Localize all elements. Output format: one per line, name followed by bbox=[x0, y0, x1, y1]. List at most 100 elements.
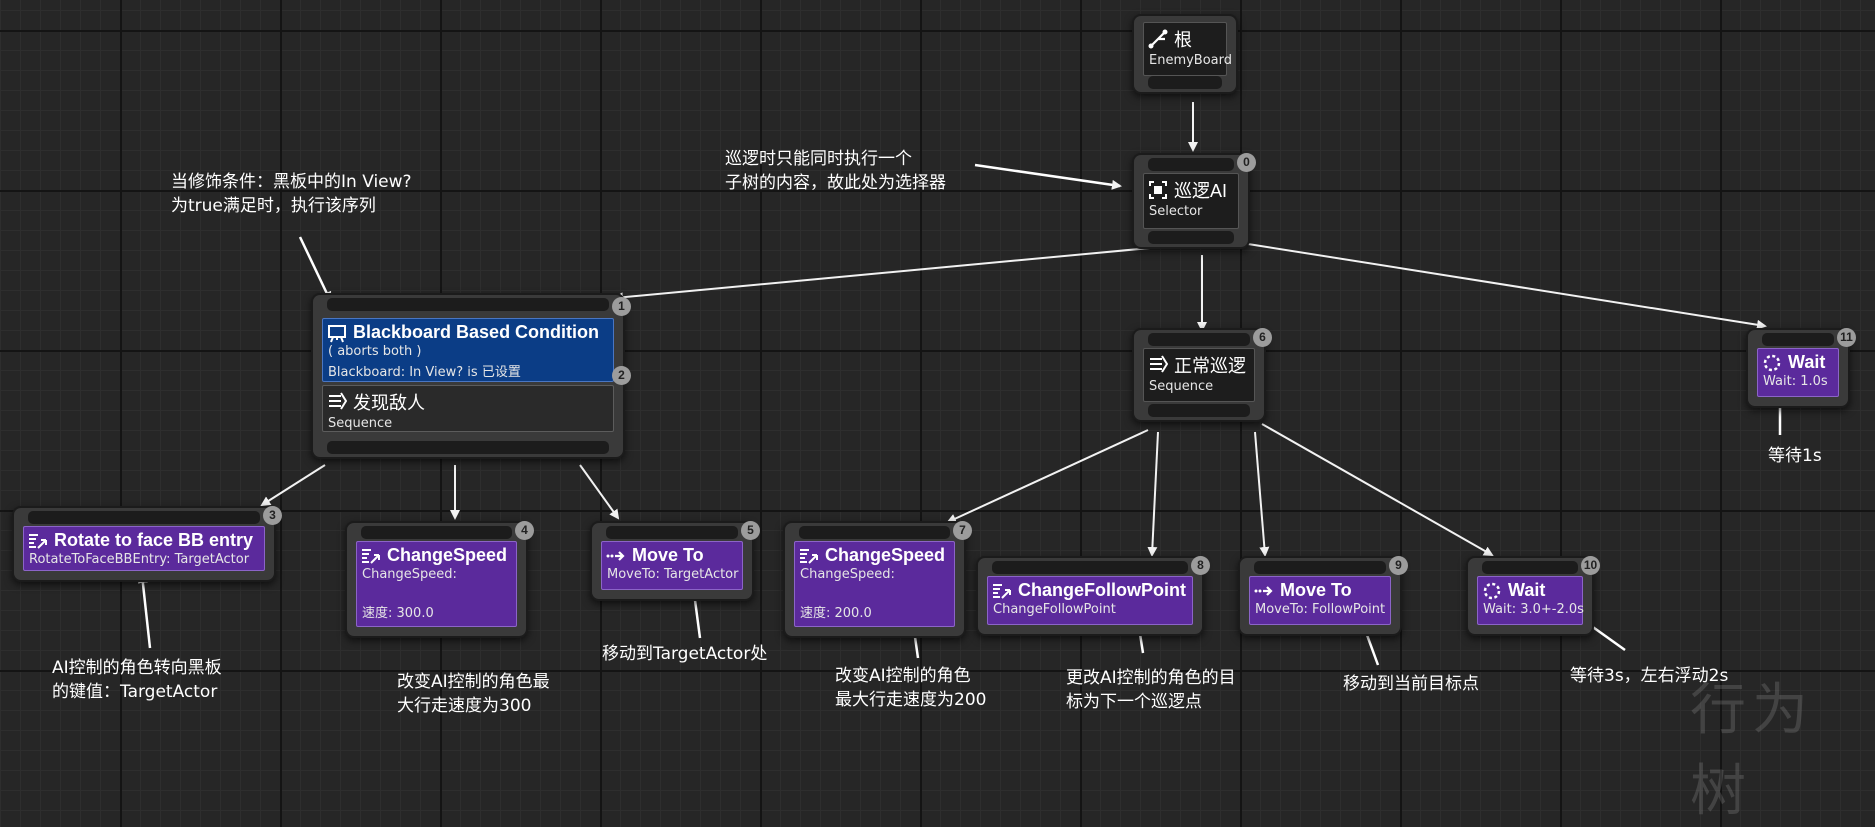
move-to-icon bbox=[1254, 585, 1273, 596]
selector-subtitle: Selector bbox=[1149, 204, 1203, 219]
note-wait1s: 等待1s bbox=[1768, 446, 1822, 466]
selector-input-pin[interactable] bbox=[1148, 158, 1234, 171]
note-condition: 当修饰条件：黑板中的In View? 为true满足时，执行该序列 bbox=[171, 172, 412, 216]
wait1-title: Wait bbox=[1508, 580, 1546, 600]
wait-1s-node[interactable]: Wait Wait: 1.0s 11 bbox=[1746, 328, 1856, 408]
sequence-icon bbox=[1150, 355, 1168, 373]
task-icon bbox=[362, 548, 380, 564]
wait2-input-pin[interactable] bbox=[1762, 333, 1834, 346]
condition-aborts: ( aborts both ) bbox=[328, 344, 422, 359]
wait2-title: Wait bbox=[1788, 352, 1826, 372]
speed200-subtitle: ChangeSpeed: bbox=[800, 567, 895, 582]
condition-index-badge: 1 bbox=[612, 297, 631, 316]
link-seq-rotate bbox=[260, 464, 326, 507]
rotate-input-pin[interactable] bbox=[28, 511, 260, 524]
note-speed200: 改变AI控制的角色 最大行走速度为200 bbox=[835, 666, 987, 710]
selector-index-badge: 0 bbox=[1237, 153, 1256, 172]
move-to-icon bbox=[606, 550, 625, 561]
wait-3s-node[interactable]: Wait Wait: 3.0+-2.0s 10 bbox=[1466, 556, 1600, 636]
note-move-target: 移动到TargetActor处 bbox=[602, 644, 768, 664]
note-follow: 更改AI控制的角色的目 标为下一个巡逻点 bbox=[1066, 668, 1236, 712]
blackboard-icon bbox=[328, 324, 346, 342]
root-output-pin[interactable] bbox=[1148, 76, 1222, 89]
selector-title: 巡逻AI bbox=[1174, 181, 1228, 201]
note-arrow-selector bbox=[974, 163, 1122, 190]
watermark: 行为树 bbox=[1690, 678, 1814, 824]
change-speed-300-node[interactable]: ChangeSpeed ChangeSpeed: 速度: 300.0 4 bbox=[345, 521, 534, 638]
change-speed-200-node[interactable]: ChangeSpeed ChangeSpeed: 速度: 200.0 7 bbox=[783, 521, 972, 638]
move2-input-pin[interactable] bbox=[1254, 561, 1386, 574]
found-enemy-index-badge: 2 bbox=[612, 366, 631, 385]
found-enemy-input-pin[interactable] bbox=[327, 298, 609, 311]
speed200-value: 速度: 200.0 bbox=[800, 606, 872, 621]
selector-icon bbox=[1149, 181, 1167, 199]
note-arrow-condition bbox=[298, 236, 332, 302]
wait-icon bbox=[1483, 582, 1501, 599]
blackboard-condition-decorator[interactable]: Blackboard Based Condition ( aborts both… bbox=[322, 318, 614, 382]
patrol-input-pin[interactable] bbox=[1148, 333, 1250, 346]
note-arrow-rotate bbox=[137, 573, 152, 649]
speed300-subtitle: ChangeSpeed: bbox=[362, 567, 457, 582]
link-patrol-wait1 bbox=[1261, 423, 1494, 556]
move2-title: Move To bbox=[1280, 580, 1352, 600]
link-patrol-follow bbox=[1147, 431, 1159, 557]
sequence-icon bbox=[329, 392, 347, 410]
speed200-title: ChangeSpeed bbox=[825, 545, 946, 565]
selector-node[interactable]: 巡逻AI Selector 0 bbox=[1132, 153, 1256, 249]
speed300-index-badge: 4 bbox=[515, 521, 534, 540]
change-follow-point-node[interactable]: ChangeFollowPoint ChangeFollowPoint 8 bbox=[976, 556, 1210, 636]
follow-index-badge: 8 bbox=[1191, 556, 1210, 575]
rotate-index-badge: 3 bbox=[263, 506, 282, 525]
note-rotate: AI控制的角色转向黑板 的键值：TargetActor bbox=[52, 658, 222, 702]
note-move-follow: 移动到当前目标点 bbox=[1343, 674, 1479, 694]
patrol-output-pin[interactable] bbox=[1148, 404, 1250, 417]
patrol-index-badge: 6 bbox=[1253, 328, 1272, 347]
rotate-node[interactable]: Rotate to face BB entry RotateToFaceBBEn… bbox=[12, 506, 282, 582]
wait2-subtitle: Wait: 1.0s bbox=[1763, 374, 1828, 389]
speed300-value: 速度: 300.0 bbox=[362, 606, 434, 621]
wait1-input-pin[interactable] bbox=[1482, 561, 1578, 574]
wait2-index-badge: 11 bbox=[1837, 328, 1856, 347]
move-to-target-node[interactable]: Move To MoveTo: TargetActor 5 bbox=[590, 521, 760, 601]
speed200-input-pin[interactable] bbox=[799, 526, 950, 539]
rotate-subtitle: RotateToFaceBBEntry: TargetActor bbox=[29, 552, 250, 567]
patrol-title: 正常巡逻 bbox=[1174, 356, 1246, 376]
found-enemy-title: 发现敌人 bbox=[353, 393, 425, 413]
note-selector: 巡逻时只能同时执行一个 子树的内容，故此处为选择器 bbox=[725, 149, 946, 193]
root-node[interactable]: 根 EnemyBoard bbox=[1132, 14, 1238, 94]
follow-title: ChangeFollowPoint bbox=[1018, 580, 1186, 600]
link-selector-wait2 bbox=[1247, 243, 1767, 330]
link-patrol-move2 bbox=[1254, 431, 1270, 557]
follow-input-pin[interactable] bbox=[992, 561, 1188, 574]
found-enemy-output-pin[interactable] bbox=[327, 441, 609, 454]
speed300-input-pin[interactable] bbox=[361, 526, 512, 539]
root-subtitle: EnemyBoard bbox=[1149, 53, 1233, 68]
move2-subtitle: MoveTo: FollowPoint bbox=[1255, 602, 1386, 617]
move-to-follow-node[interactable]: Move To MoveTo: FollowPoint 9 bbox=[1238, 556, 1408, 636]
root-icon bbox=[1148, 29, 1168, 49]
move1-subtitle: MoveTo: TargetActor bbox=[607, 567, 739, 582]
condition-key: Blackboard: In View? is 已设置 bbox=[328, 365, 521, 380]
wait1-subtitle: Wait: 3.0+-2.0s bbox=[1483, 602, 1584, 617]
move1-input-pin[interactable] bbox=[606, 526, 738, 539]
speed300-title: ChangeSpeed bbox=[387, 545, 508, 565]
link-selector-condition bbox=[613, 247, 1151, 303]
task-icon bbox=[993, 583, 1011, 599]
task-icon bbox=[29, 533, 47, 549]
wait-icon bbox=[1763, 354, 1781, 371]
normal-patrol-node[interactable]: 正常巡逻 Sequence 6 bbox=[1132, 328, 1272, 422]
condition-title: Blackboard Based Condition bbox=[353, 322, 600, 342]
note-speed300: 改变AI控制的角色最 大行走速度为300 bbox=[397, 672, 550, 716]
task-icon bbox=[800, 548, 818, 564]
move2-index-badge: 9 bbox=[1389, 556, 1408, 575]
move1-title: Move To bbox=[632, 545, 704, 565]
wait1-index-badge: 10 bbox=[1581, 556, 1600, 575]
found-enemy-subtitle: Sequence bbox=[328, 416, 393, 431]
found-enemy-node[interactable]: Blackboard Based Condition ( aborts both… bbox=[311, 293, 631, 459]
move1-index-badge: 5 bbox=[741, 521, 760, 540]
found-enemy-sequence[interactable]: 发现敌人 Sequence bbox=[322, 385, 614, 432]
root-title: 根 bbox=[1174, 30, 1192, 50]
selector-output-pin[interactable] bbox=[1148, 231, 1234, 244]
link-patrol-speed2 bbox=[946, 429, 1149, 524]
note-wait3: 等待3s，左右浮动2s bbox=[1570, 666, 1729, 686]
